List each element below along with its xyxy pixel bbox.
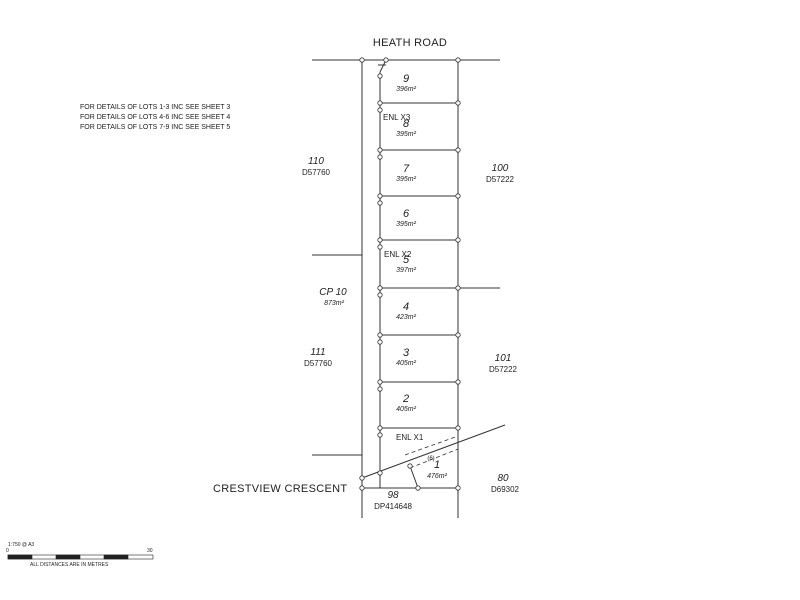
sheet-note: FOR DETAILS OF LOTS 1-3 INC SEE SHEET 3 <box>80 104 231 111</box>
survey-mark <box>377 425 383 431</box>
easement-lines <box>404 435 459 469</box>
survey-mark <box>359 485 365 491</box>
survey-mark <box>377 285 383 291</box>
survey-mark <box>377 244 383 250</box>
lot-area: 395m² <box>396 221 416 228</box>
scale-bar <box>7 554 154 560</box>
survey-mark <box>455 193 461 199</box>
adjoining-plan-number: D57760 <box>301 168 331 177</box>
common-property-label: CP 10 <box>319 287 347 298</box>
adjoining-lot-number: 111 <box>310 347 326 358</box>
survey-mark <box>377 73 383 79</box>
survey-marks <box>359 57 461 491</box>
lot-area: 395m² <box>396 176 416 183</box>
survey-mark <box>377 193 383 199</box>
scale-ratio: 1:750 @ A3 <box>8 542 35 548</box>
heath-road-label: HEATH ROAD <box>372 37 448 49</box>
scale-tick-start: 0 <box>6 548 9 554</box>
lot-number: 1 <box>433 459 441 471</box>
adjoining-plan-number: D57760 <box>303 359 333 368</box>
survey-mark <box>415 485 421 491</box>
lot-area: 397m² <box>396 267 416 274</box>
survey-mark <box>377 237 383 243</box>
lot-area: 395m² <box>396 131 416 138</box>
adjoining-plan-number: D69302 <box>490 485 520 494</box>
lot-number: 9 <box>402 73 410 85</box>
adjoining-plan-number: D57222 <box>485 175 515 184</box>
adjoining-lot-number: 80 <box>497 473 509 484</box>
adjoining-plan-number: D57222 <box>488 365 518 374</box>
sheet-note: FOR DETAILS OF LOTS 4-6 INC SEE SHEET 4 <box>80 114 231 121</box>
lot-area: 423m² <box>396 314 416 321</box>
survey-mark <box>359 475 365 481</box>
survey-mark <box>377 432 383 438</box>
survey-mark <box>383 57 389 63</box>
sheet-note: FOR DETAILS OF LOTS 7-9 INC SEE SHEET 5 <box>80 124 231 131</box>
survey-mark <box>377 200 383 206</box>
survey-mark <box>377 339 383 345</box>
survey-mark <box>377 379 383 385</box>
adjoining-lot-number: 110 <box>308 156 324 167</box>
lot-number: 7 <box>402 163 410 175</box>
enlargement-label: ENL X3 <box>383 113 411 122</box>
lot-number: 2 <box>402 393 410 405</box>
adjoining-lot-number: 98 <box>387 490 399 501</box>
easement-line <box>404 435 459 456</box>
lot1-boundary <box>409 465 419 489</box>
adjoining-plan-number: DP414648 <box>374 502 412 511</box>
survey-mark <box>377 292 383 298</box>
lot-area: 405m² <box>396 360 416 367</box>
survey-mark <box>377 154 383 160</box>
lot-number: 8 <box>402 118 410 130</box>
survey-mark <box>377 386 383 392</box>
survey-mark <box>455 332 461 338</box>
lot-area: 405m² <box>396 406 416 413</box>
lot-number: 3 <box>402 347 410 359</box>
survey-mark <box>455 237 461 243</box>
lot-area: 396m² <box>396 86 416 93</box>
survey-mark <box>359 57 365 63</box>
scale-tick-end: 30 <box>147 548 153 554</box>
survey-mark <box>455 485 461 491</box>
survey-mark <box>377 147 383 153</box>
lot-number: 4 <box>402 301 410 313</box>
common-property-area: 873m² <box>324 300 344 307</box>
survey-mark <box>377 332 383 338</box>
survey-mark <box>455 379 461 385</box>
easement-line <box>409 448 459 469</box>
lot-number: 5 <box>402 254 410 266</box>
crestview-line <box>361 424 506 479</box>
scale-note: ALL DISTANCES ARE IN METRES <box>30 562 109 568</box>
survey-mark <box>455 147 461 153</box>
survey-mark <box>377 470 383 476</box>
enlargement-label: ENL X2 <box>384 250 412 259</box>
survey-mark <box>455 100 461 106</box>
lot-area: 476m² <box>427 473 447 480</box>
survey-mark <box>455 57 461 63</box>
adjoining-lot-number: 101 <box>494 353 512 364</box>
survey-mark <box>377 107 383 113</box>
survey-mark <box>407 463 413 469</box>
survey-mark <box>455 425 461 431</box>
lot-number: 6 <box>402 208 410 220</box>
enlargement-label: ENL X1 <box>396 433 424 442</box>
boundary-lines <box>312 59 506 518</box>
survey-mark <box>377 100 383 106</box>
adjoining-lot-number: 100 <box>491 163 509 174</box>
crestview-crescent-label: CRESTVIEW CRESCENT <box>213 483 348 495</box>
easement-label: (6) <box>427 456 435 462</box>
survey-mark <box>455 285 461 291</box>
